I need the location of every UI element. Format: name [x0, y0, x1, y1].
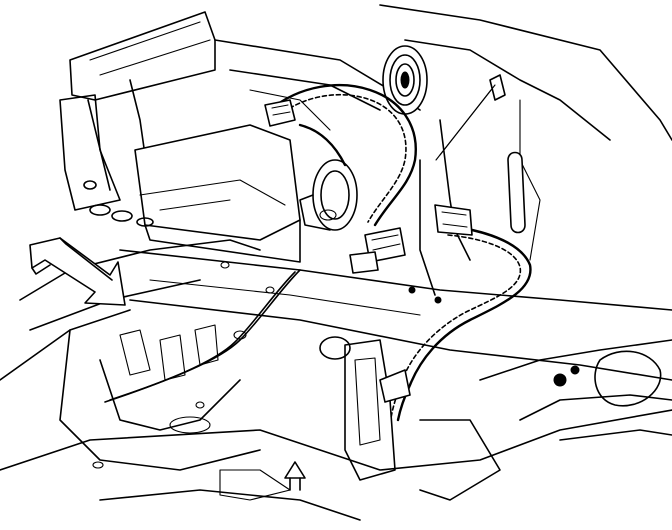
harness-connectors	[264, 74, 506, 403]
vertical-hose	[507, 151, 526, 234]
lead-wires	[104, 84, 496, 403]
location-arrow	[29, 237, 126, 306]
wiring-harness-conduit	[268, 84, 532, 422]
body-structure	[0, 4, 672, 521]
rubber-grommet	[382, 45, 428, 115]
body-holes	[83, 180, 580, 469]
front-view-symbol	[284, 461, 306, 491]
pulley-component	[299, 159, 358, 231]
